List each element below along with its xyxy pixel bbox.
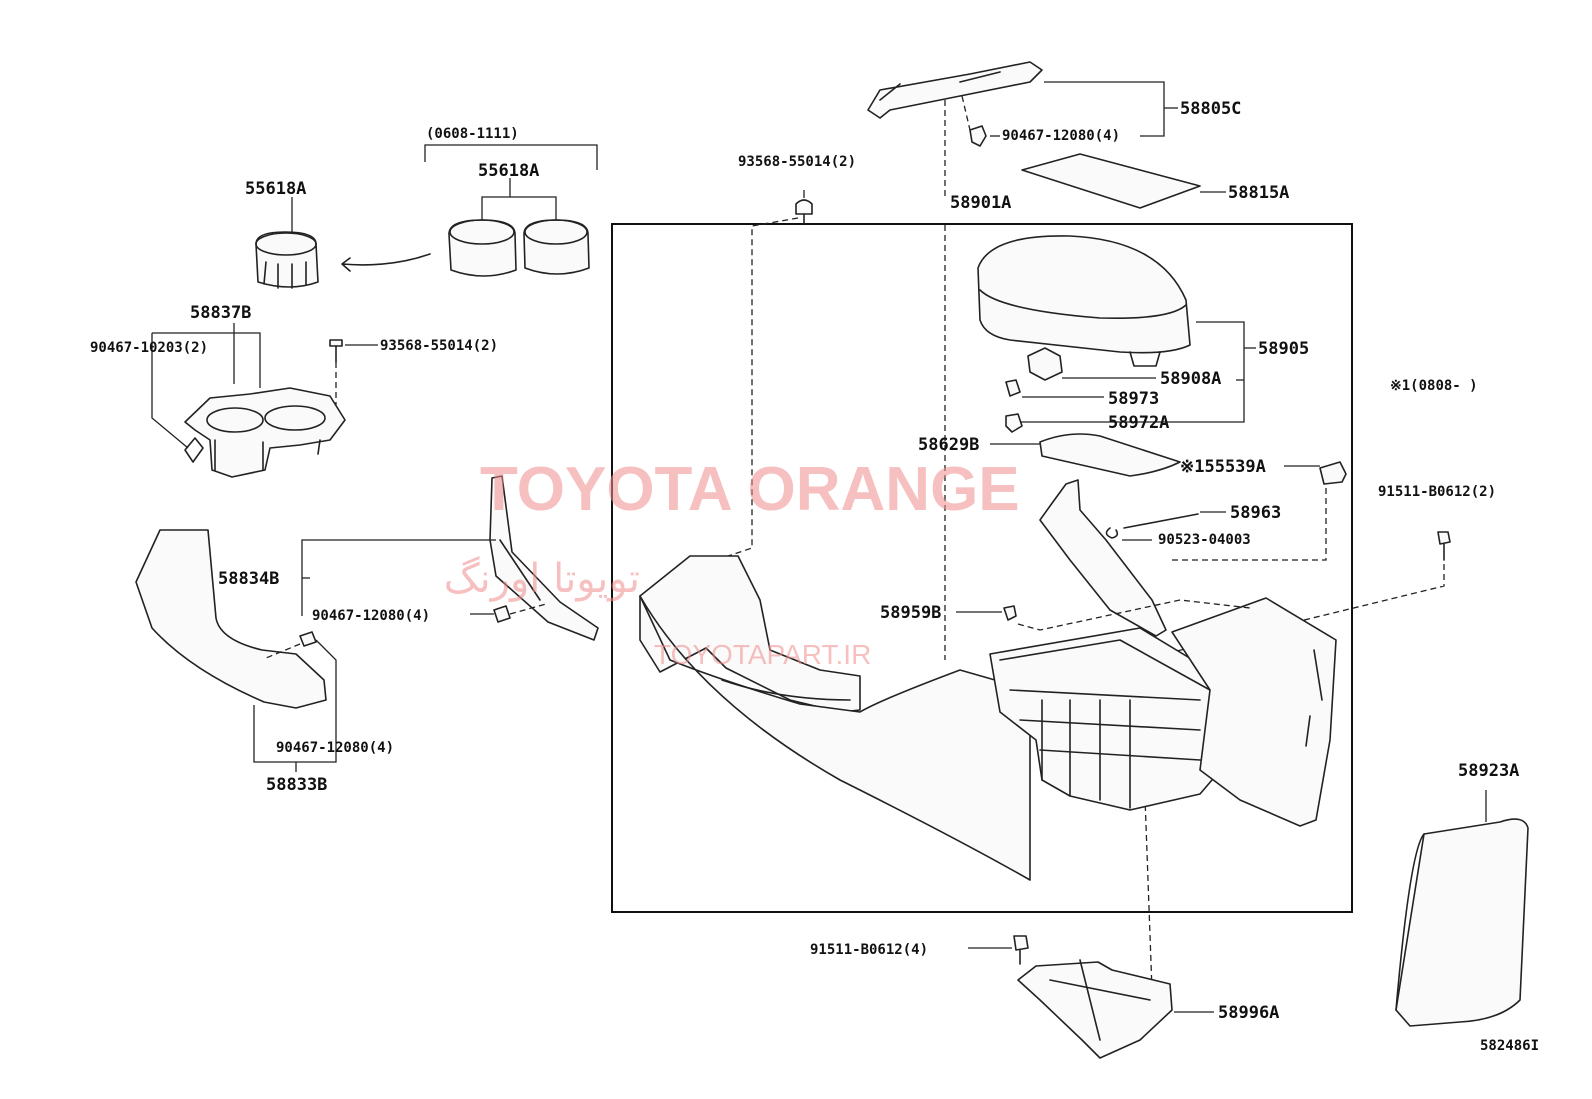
label-90467-12080-top: 90467-12080(4) — [1002, 128, 1120, 144]
watermark-url: TOYOTAPART.IR — [654, 639, 871, 670]
label-93568-55014-left: 93568-55014(2) — [380, 338, 498, 354]
hinge-58908A — [1027, 347, 1063, 381]
armrest-pad-58815A — [1021, 153, 1201, 209]
watermark-brand: TOYOTA ORANGE — [480, 455, 1020, 524]
label-58805C: 58805C — [1180, 99, 1241, 119]
label-date-range-cupholder: (0608-1111) — [426, 126, 519, 142]
label-55618A-pair: 55618A — [478, 161, 539, 181]
label-155539A: ※155539A — [1180, 457, 1266, 477]
label-58833B: 58833B — [266, 775, 327, 795]
part-155539A — [1319, 461, 1347, 485]
rod-58963 — [1123, 513, 1199, 529]
bracket-58996A — [1017, 959, 1173, 1059]
screw-93568-top — [795, 199, 813, 225]
cup-holder-pair — [448, 219, 590, 277]
diagram-id: 582486I — [1480, 1038, 1539, 1054]
clip-90467-mid — [493, 605, 511, 623]
label-58963: 58963 — [1230, 503, 1281, 523]
console-panel-left — [639, 555, 1031, 881]
label-58815A: 58815A — [1228, 183, 1289, 203]
clip-90467-top — [969, 125, 987, 147]
trim-58834B — [489, 475, 599, 641]
bumper-58973 — [1005, 379, 1021, 397]
console-inner-box — [989, 627, 1227, 811]
trim-58833B — [135, 529, 327, 709]
label-58837B: 58837B — [190, 303, 251, 323]
label-58996A: 58996A — [1218, 1003, 1279, 1023]
label-58901A: 58901A — [950, 193, 1011, 213]
replacement-arrow — [341, 253, 431, 272]
label-90467-10203: 90467-10203(2) — [90, 340, 208, 356]
bolt-91511-bottom — [1013, 935, 1029, 965]
screw-93568-left — [329, 339, 343, 363]
console-side-trim-right — [1039, 479, 1167, 637]
bolt-91511-right — [1437, 531, 1451, 561]
clip-90523 — [1105, 527, 1119, 539]
label-58959B: 58959B — [880, 603, 941, 623]
bumper-58972A — [1005, 413, 1023, 433]
label-58908A: 58908A — [1160, 369, 1221, 389]
clip-58959B — [1003, 605, 1017, 621]
end-cap-58923A — [1395, 818, 1529, 1027]
console-panel-right — [1171, 597, 1337, 827]
label-91511-B0612-right: 91511-B0612(2) — [1378, 484, 1496, 500]
assembly-frame-58901A — [611, 223, 1353, 913]
label-58923A: 58923A — [1458, 761, 1519, 781]
label-93568-55014-top: 93568-55014(2) — [738, 154, 856, 170]
label-55618A-single: 55618A — [245, 179, 306, 199]
clip-90467-low — [299, 631, 317, 647]
watermark: TOYOTA ORANGE تویوتا اورنگ TOYOTAPART.IR — [444, 455, 1020, 670]
label-58905: 58905 — [1258, 339, 1309, 359]
label-58972A: 58972A — [1108, 413, 1169, 433]
label-note-x1: ※1(0808- ) — [1390, 378, 1478, 394]
console-top-rail — [867, 61, 1043, 119]
label-90467-12080-mid: 90467-12080(4) — [312, 608, 430, 624]
label-91511-B0612-bottom: 91511-B0612(4) — [810, 942, 928, 958]
cup-holder-single — [255, 231, 319, 289]
console-tray-58629B — [1039, 433, 1181, 477]
label-58629B: 58629B — [918, 435, 979, 455]
watermark-brand-fa: تویوتا اورنگ — [444, 556, 640, 602]
cup-holder-bracket — [184, 387, 346, 478]
label-58834B: 58834B — [218, 569, 279, 589]
label-90467-12080-low: 90467-12080(4) — [276, 740, 394, 756]
armrest-lid — [977, 235, 1191, 367]
label-90523-04003: 90523-04003 — [1158, 532, 1251, 548]
label-58973: 58973 — [1108, 389, 1159, 409]
